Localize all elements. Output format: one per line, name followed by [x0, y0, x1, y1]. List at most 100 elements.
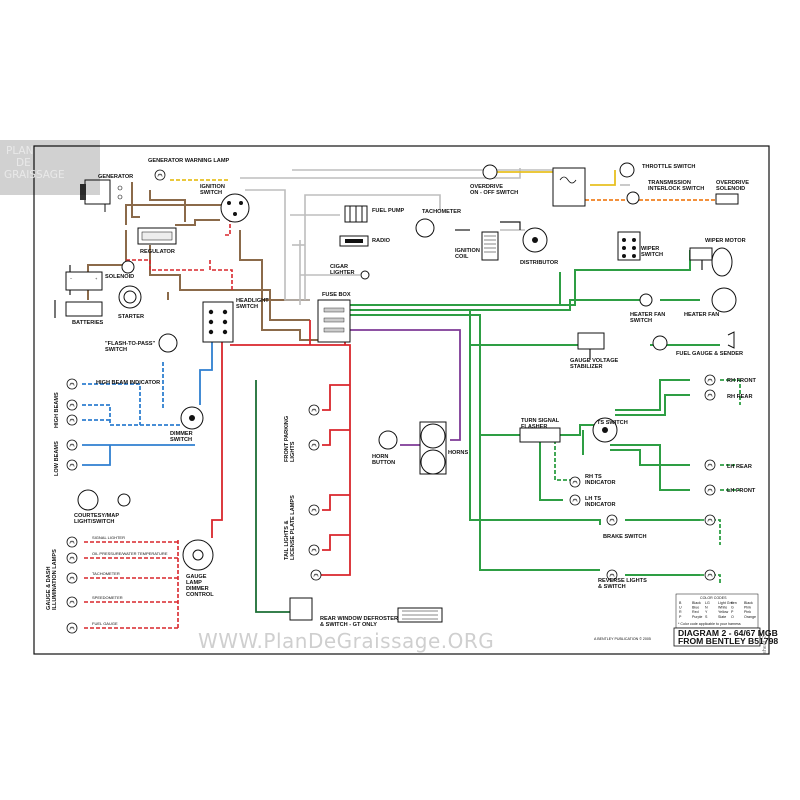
color-codes-heading: COLOR CODES — [700, 596, 727, 600]
label-generator: GENERATOR — [98, 174, 133, 180]
color-code-cell: G — [731, 606, 734, 610]
color-code-cell: U — [679, 606, 682, 610]
label-rh-rear: RH REAR — [727, 394, 752, 400]
label-fuel-gauge: FUEL GAUGE & SENDER — [676, 351, 743, 357]
green-wires — [350, 250, 720, 576]
wiper-switch — [617, 231, 641, 261]
color-code-cell: R — [679, 610, 682, 614]
watermark-url: WWW.PlanDeGraissage.ORG — [198, 629, 494, 653]
solenoid — [121, 260, 135, 274]
transmission-switch — [626, 191, 640, 205]
label-low-beams: LOW BEAMS — [54, 441, 60, 476]
svg-text:−: − — [70, 276, 73, 281]
headlight-switch — [202, 301, 234, 343]
red-dashed-wires — [82, 200, 233, 630]
label-front-parking: FRONT PARKINGLIGHTS — [284, 416, 296, 462]
purple-wires — [350, 329, 461, 446]
label-ts-switch: TS SWITCH — [597, 420, 628, 426]
label-tail-lights: TAIL LIGHTS &LICENSE PLATE LAMPS — [284, 495, 296, 560]
defroster-wire — [255, 380, 290, 613]
flash-to-pass-switch — [158, 333, 178, 353]
color-code-cell: Orange — [744, 615, 756, 619]
throttle-switch — [619, 162, 635, 178]
generator-warning-lamp — [154, 169, 166, 181]
tachometer — [415, 218, 435, 238]
label-high-beam-indicator: HIGH BEAM INDICATOR — [96, 380, 160, 386]
color-code-cell: Light Green — [718, 601, 737, 605]
component-labels: GENERATOR GENERATOR WARNING LAMP IGNITIO… — [46, 158, 756, 628]
label-solenoid: SOLENOID — [105, 274, 134, 280]
color-code-cell: K — [731, 601, 734, 605]
label-rh-front: RH FRONT — [727, 378, 756, 384]
color-code-cell: Black — [744, 601, 753, 605]
fuel-pump — [344, 205, 368, 223]
color-code-cell: Pink — [744, 606, 751, 610]
wiper-motor — [689, 247, 733, 277]
color-code-cell: Pink — [744, 610, 751, 614]
label-reverse-lights: REVERSE LIGHTS& SWITCH — [598, 578, 647, 590]
color-code-cell: N — [705, 606, 708, 610]
fuel-gauge-sender — [652, 331, 735, 351]
ts-switch — [592, 417, 618, 443]
radio — [339, 235, 369, 247]
watermark-logo-line3: GRAISSAGE — [4, 169, 65, 181]
label-lh-rear: LH REAR — [727, 464, 752, 470]
label-regulator: REGULATOR — [140, 249, 175, 255]
label-throttle-switch: THROTTLE SWITCH — [642, 164, 695, 170]
heater-fan-switch — [639, 293, 653, 307]
color-code-cell: White — [718, 606, 727, 610]
label-speedometer: SPEEDOMETER — [92, 595, 123, 600]
svg-text:+: + — [95, 276, 98, 281]
color-code-cell: P — [731, 610, 734, 614]
overdrive-relay — [552, 167, 586, 207]
label-oil-temp: OIL PRESSURE/WATER TEMPERATURE — [92, 551, 168, 556]
ignition-switch — [220, 193, 250, 223]
label-fuel-gauge-small: FUEL GAUGE — [92, 621, 118, 626]
overdrive-wires — [170, 170, 715, 201]
blue-dashed-wires — [82, 362, 180, 426]
label-fuel-pump: FUEL PUMP — [372, 208, 404, 214]
color-code-cell: LG — [705, 601, 710, 605]
red-wires — [211, 305, 351, 576]
label-lh-front: LH FRONT — [727, 488, 756, 494]
generator — [80, 179, 123, 212]
fuse-box — [317, 299, 351, 343]
color-code-cell: Y — [705, 610, 708, 614]
color-code-cell: Yellow — [718, 610, 729, 614]
cigar-lighter — [360, 270, 370, 280]
gauge-voltage-stabilizer — [577, 332, 605, 350]
label-horns: HORNS — [448, 450, 468, 456]
heater-fan — [711, 287, 737, 313]
color-code-cell: Red — [692, 610, 699, 614]
starter — [118, 285, 142, 309]
overdrive-solenoid — [715, 193, 739, 205]
color-code-cell: S — [705, 615, 708, 619]
label-brake-switch: BRAKE SWITCH — [603, 534, 647, 540]
turn-signal-flasher — [519, 427, 561, 443]
overdrive-switch — [482, 164, 498, 180]
label-tachometer-small: TACHOMETER — [92, 571, 120, 576]
blue-wires — [82, 342, 213, 466]
label-fuse-box: FUSE BOX — [322, 292, 351, 298]
gauge-lamp-dimmer — [182, 539, 214, 571]
label-distributor: DISTRIBUTOR — [520, 260, 558, 266]
label-gauge-illum: GAUGE & DASHILLUMINATION LAMPS — [46, 549, 58, 610]
label-rear-window-defroster: REAR WINDOW DEFROSTER& SWITCH - GT ONLY — [320, 616, 398, 628]
color-codes-note: * Color code applicable to your harness — [678, 622, 741, 626]
